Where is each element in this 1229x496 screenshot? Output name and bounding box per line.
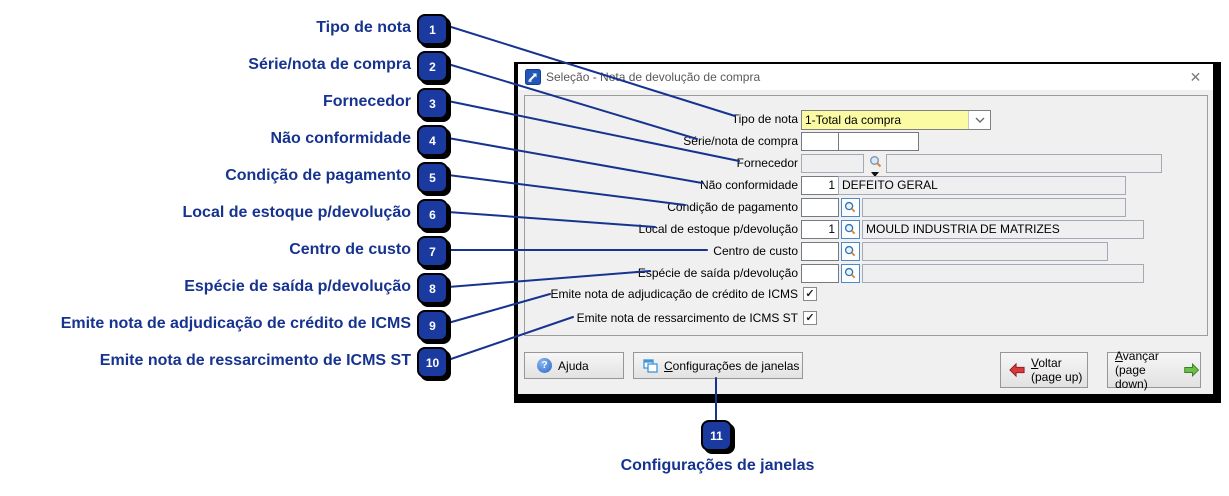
especie-saida-name-field xyxy=(862,264,1144,283)
centro-custo-lookup-button[interactable] xyxy=(841,242,860,261)
nao-conformidade-label: Não conformidade xyxy=(699,178,798,192)
local-estoque-lookup-button[interactable] xyxy=(841,220,860,239)
ajuda-button-label: Ajuda xyxy=(558,358,589,373)
configuracoes-button-label: Configurações de janelas xyxy=(664,358,800,373)
callout-badge-6: 6 xyxy=(417,199,448,230)
especie-saida-code-input[interactable] xyxy=(801,264,839,283)
callout-label-7: Centro de custo xyxy=(289,241,411,258)
magnifier-icon xyxy=(844,245,856,257)
local-estoque-code-input[interactable]: 1 xyxy=(801,220,839,239)
callout-badge-4: 4 xyxy=(417,125,448,156)
emite-adjudicacao-checkbox[interactable]: ✓ xyxy=(803,287,817,301)
callout-badge-5: 5 xyxy=(417,162,448,193)
emite-adjudicacao-label: Emite nota de adjudicação de crédito de … xyxy=(550,287,798,301)
callout-label-3: Fornecedor xyxy=(322,93,411,110)
emite-ressarcimento-label: Emite nota de ressarcimento de ICMS ST xyxy=(576,311,798,325)
magnifier-icon xyxy=(844,223,856,235)
window-title: Seleção - Nota de devolução de compra xyxy=(546,70,761,84)
avancar-button[interactable]: Avançar (page down) xyxy=(1107,349,1201,391)
fornecedor-dropdown-arrow-icon[interactable] xyxy=(871,172,879,177)
condicao-pagamento-label: Condição de pagamento xyxy=(667,200,798,214)
red-back-arrow-icon xyxy=(1009,362,1025,378)
centro-custo-code-input[interactable] xyxy=(801,242,839,261)
magnifier-icon xyxy=(844,201,856,213)
centro-custo-name-field xyxy=(862,242,1108,261)
nao-conformidade-name-field: DEFEITO GERAL xyxy=(838,176,1126,195)
fornecedor-search-icon[interactable] xyxy=(869,155,883,169)
voltar-button[interactable]: Voltar (page up) xyxy=(1000,352,1088,388)
callout-badge-9: 9 xyxy=(417,310,448,341)
tipo-de-nota-value: 1-Total da compra xyxy=(805,113,902,127)
serie-input[interactable] xyxy=(801,132,839,151)
callout-label-5: Condição de pagamento xyxy=(225,167,411,184)
callout-label-9: Emite nota de adjudicação de crédito de … xyxy=(60,315,411,332)
callout-label-2: Série/nota de compra xyxy=(248,56,411,73)
fornecedor-code-input[interactable] xyxy=(801,154,864,173)
magnifier-icon xyxy=(844,267,856,279)
callout-badge-11: 11 xyxy=(701,420,732,451)
centro-custo-label: Centro de custo xyxy=(713,244,798,258)
chevron-down-icon xyxy=(975,117,984,123)
callout-badge-10: 10 xyxy=(417,347,448,378)
close-icon[interactable]: ✕ xyxy=(1189,69,1202,85)
serie-nota-label: Série/nota de compra xyxy=(683,134,798,148)
callout-label-8: Espécie de saída p/devolução xyxy=(184,278,411,295)
combo-dropdown-button[interactable] xyxy=(968,111,990,129)
callout-label-4: Não conformidade xyxy=(270,130,411,147)
selection-groupbox: Tipo de nota 1-Total da compra Série/not… xyxy=(524,95,1208,336)
dialog-nota-devolucao: Seleção - Nota de devolução de compra ✕ … xyxy=(514,62,1221,403)
callout-badge-3: 3 xyxy=(417,88,448,119)
emite-ressarcimento-checkbox[interactable]: ✓ xyxy=(803,311,817,325)
ajuda-button[interactable]: ? Ajuda xyxy=(524,352,624,379)
nota-input[interactable] xyxy=(838,132,919,151)
callout-label-1: Tipo de nota xyxy=(316,19,411,36)
tipo-de-nota-combobox[interactable]: 1-Total da compra xyxy=(801,110,991,130)
avancar-button-label: Avançar (page down) xyxy=(1115,349,1159,391)
fornecedor-name-field xyxy=(886,154,1162,173)
nao-conformidade-code-input[interactable]: 1 xyxy=(801,176,839,195)
green-forward-arrow-icon xyxy=(1184,362,1199,378)
help-icon: ? xyxy=(537,358,552,373)
tipo-de-nota-label: Tipo de nota xyxy=(731,112,798,126)
callout-badge-8: 8 xyxy=(417,273,448,304)
especie-saida-label: Espécie de saída p/devolução xyxy=(637,266,798,280)
especie-saida-lookup-button[interactable] xyxy=(841,264,860,283)
callout-label-11: Configurações de janelas xyxy=(620,457,815,474)
callout-badge-1: 1 xyxy=(417,14,448,45)
condicao-pagamento-lookup-button[interactable] xyxy=(841,198,860,217)
callout-badge-7: 7 xyxy=(417,236,448,267)
callout-label-10: Emite nota de ressarcimento de ICMS ST xyxy=(99,352,411,369)
condicao-pagamento-name-field xyxy=(862,198,1126,217)
condicao-pagamento-code-input[interactable] xyxy=(801,198,839,217)
voltar-button-label: Voltar (page up) xyxy=(1031,356,1083,384)
title-bar[interactable]: Seleção - Nota de devolução de compra ✕ xyxy=(518,64,1213,90)
callout-badge-2: 2 xyxy=(417,51,448,82)
cascade-windows-icon xyxy=(643,358,658,373)
callout-label-6: Local de estoque p/devolução xyxy=(182,204,412,221)
local-estoque-name-field: MOULD INDUSTRIA DE MATRIZES xyxy=(862,220,1144,239)
configuracoes-janelas-button[interactable]: Configurações de janelas xyxy=(633,352,803,379)
app-icon xyxy=(525,69,541,85)
local-estoque-label: Local de estoque p/devolução xyxy=(638,222,798,236)
fornecedor-label: Fornecedor xyxy=(736,156,798,170)
